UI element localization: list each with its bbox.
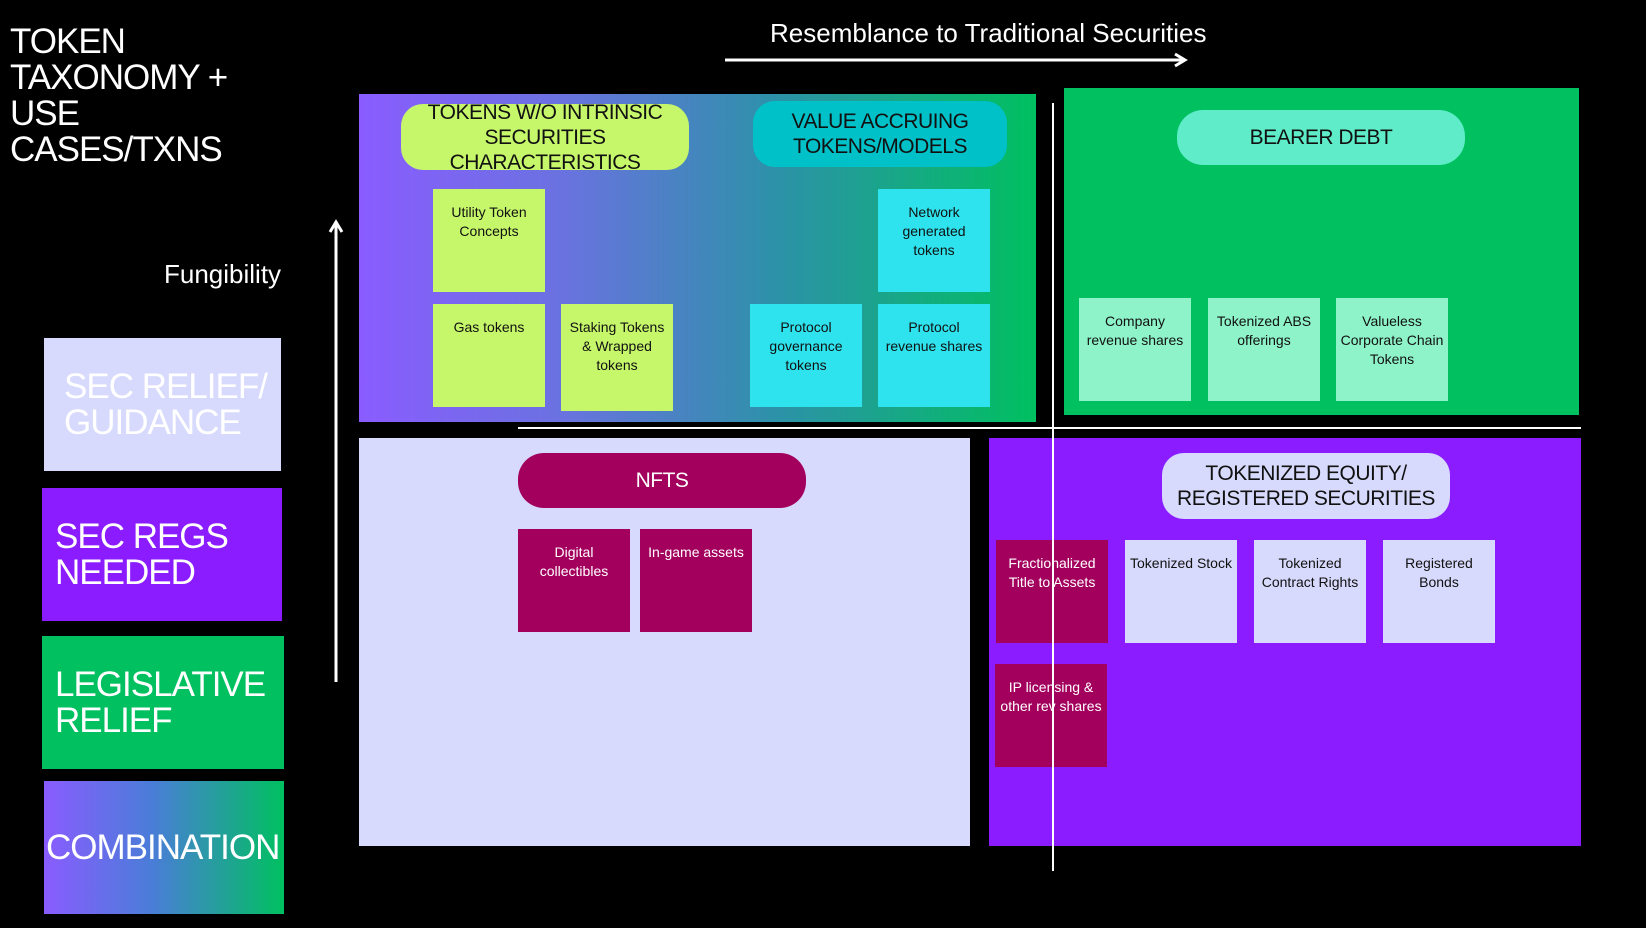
legend-combination: COMBINATION xyxy=(44,781,284,914)
legend-legislative: LEGISLATIVE RELIEF xyxy=(42,636,284,769)
card-staking-tokens: Staking Tokens & Wrapped tokens xyxy=(561,304,673,411)
card-tokenized-stock: Tokenized Stock xyxy=(1125,540,1237,643)
legend-combination-label: COMBINATION xyxy=(46,827,280,867)
legend-sec-relief-label: SEC RELIEF/ GUIDANCE xyxy=(64,366,268,442)
y-axis-arrow xyxy=(328,219,344,682)
legend-sec-regs-label: SEC REGS NEEDED xyxy=(55,516,229,592)
card-network-generated-tokens: Network generated tokens xyxy=(878,189,990,292)
card-utility-token-concepts: Utility Token Concepts xyxy=(433,189,545,292)
card-tokenized-abs-offerings: Tokenized ABS offerings xyxy=(1208,298,1320,401)
y-axis-label: Fungibility xyxy=(164,259,282,289)
pill-nfts: NFTS xyxy=(518,453,806,508)
card-protocol-governance-tokens: Protocol governance tokens xyxy=(750,304,862,407)
card-ip-licensing: IP licensing & other rev shares xyxy=(995,664,1107,767)
card-gas-tokens: Gas tokens xyxy=(433,304,545,407)
card-protocol-revenue-shares: Protocol revenue shares xyxy=(878,304,990,407)
legend-sec-relief: SEC RELIEF/ GUIDANCE xyxy=(44,338,281,471)
card-in-game-assets: In-game assets xyxy=(640,529,752,632)
card-tokenized-contract-rights: Tokenized Contract Rights xyxy=(1254,540,1366,643)
horizontal-divider xyxy=(518,427,1581,429)
legend-legislative-label: LEGISLATIVE RELIEF xyxy=(55,664,266,740)
x-axis-arrow xyxy=(725,52,1188,68)
legend-sec-regs: SEC REGS NEEDED xyxy=(42,488,282,621)
card-digital-collectibles: Digital collectibles xyxy=(518,529,630,632)
vertical-divider xyxy=(1052,103,1054,871)
card-valueless-corporate-chain-tokens: Valueless Corporate Chain Tokens xyxy=(1336,298,1448,401)
pill-value-accruing: VALUE ACCRUING TOKENS/MODELS xyxy=(753,101,1007,167)
pill-tokenized-equity: TOKENIZED EQUITY/ REGISTERED SECURITIES xyxy=(1162,453,1450,519)
x-axis-label: Resemblance to Traditional Securities xyxy=(770,18,1207,48)
pill-no-securities-characteristics: TOKENS W/O INTRINSIC SECURITIES CHARACTE… xyxy=(401,101,689,174)
pill-bearer-debt: BEARER DEBT xyxy=(1177,110,1465,165)
card-registered-bonds: Registered Bonds xyxy=(1383,540,1495,643)
card-company-revenue-shares: Company revenue shares xyxy=(1079,298,1191,401)
page-title: TOKEN TAXONOMY + USE CASES/TXNS xyxy=(10,22,228,169)
